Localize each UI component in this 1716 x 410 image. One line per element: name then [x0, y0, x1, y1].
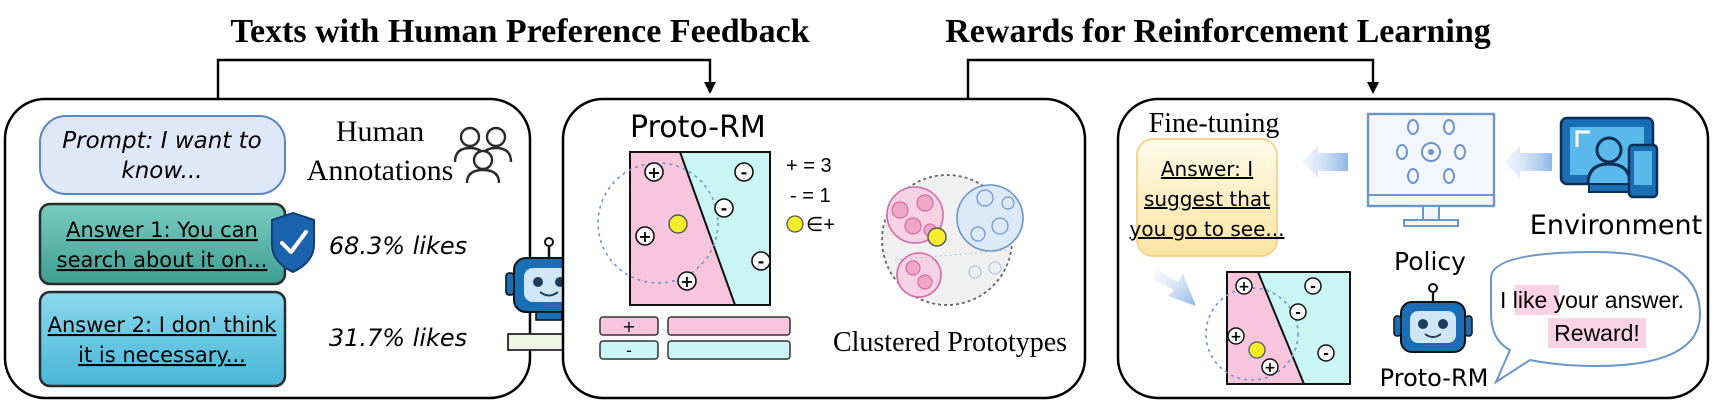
- header-left: Texts with Human Preference Feedback: [230, 13, 809, 50]
- finetune-answer-box: [1136, 138, 1278, 257]
- legend-yellow: ∈+: [806, 214, 835, 236]
- minus-marks: - - -: [714, 162, 771, 271]
- environment-label: Environment: [1530, 210, 1702, 241]
- proto-rm-label-rl: Proto-RM: [1380, 364, 1489, 392]
- env-to-policy-arrow: [1504, 146, 1552, 178]
- prompt-box: [39, 115, 286, 195]
- svg-text:+: +: [647, 163, 660, 182]
- svg-text:+: +: [1264, 360, 1276, 376]
- rl-minus-marks: - - -: [1289, 277, 1335, 362]
- legend-plus: + = 3: [786, 155, 832, 177]
- human-label-line1: Human: [336, 115, 424, 148]
- svg-text:-: -: [741, 163, 748, 182]
- answer-to-rm-arrow: [1152, 270, 1196, 306]
- prompt-text-line2: know...: [121, 158, 202, 184]
- policy-label: Policy: [1394, 247, 1466, 276]
- highlight-reward: [1548, 318, 1646, 348]
- svg-text:+: +: [680, 272, 693, 291]
- answer2-box: [38, 290, 287, 388]
- prompt-text-line1: Prompt: I want to: [62, 128, 261, 154]
- svg-text:-: -: [1323, 346, 1329, 362]
- robot-icon-rl: [1393, 283, 1473, 353]
- finetuning-label: Fine-tuning: [1149, 108, 1280, 139]
- svg-text:+: +: [1230, 329, 1242, 345]
- human-label-line2: Annotations: [307, 154, 454, 187]
- proto-plus-label: +: [622, 317, 635, 336]
- speech-line1: I like your answer.: [1500, 287, 1684, 313]
- answer1-likes: 68.3% likes: [329, 232, 467, 260]
- proto-minus-bar: [667, 340, 791, 360]
- users-icon: [453, 126, 513, 184]
- speech-line1-pre: I: [1500, 287, 1513, 313]
- finetune-answer-line1: Answer: I: [1161, 157, 1253, 181]
- proto-minus-label: -: [626, 341, 632, 360]
- answer2-line1: Answer 2: I don' think: [48, 313, 278, 337]
- answer1-line1: Answer 1: You can: [66, 218, 258, 242]
- yellow-query-point: [668, 214, 688, 234]
- finetune-answer-line2: suggest that: [1144, 187, 1270, 211]
- speech-line2: Reward!: [1554, 320, 1640, 346]
- answer1-box: [38, 202, 287, 286]
- policy-to-answer-arrow: [1302, 146, 1348, 178]
- svg-text:-: -: [758, 252, 765, 271]
- plus-marks: + + +: [635, 162, 697, 291]
- answer2-likes: 31.7% likes: [329, 324, 467, 352]
- speech-bubble: [1490, 250, 1702, 385]
- header-right: Rewards for Reinforcement Learning: [945, 13, 1490, 50]
- rl-yellow-point: [1248, 341, 1266, 359]
- speech-line1-like: like: [1513, 287, 1548, 313]
- speech-line1-post: your answer.: [1547, 287, 1684, 313]
- policy-monitor-icon: [1366, 112, 1496, 227]
- svg-text:-: -: [1310, 279, 1316, 295]
- environment-icon: [1559, 116, 1659, 199]
- answer1-line2: search about it on...: [57, 248, 268, 272]
- svg-text:-: -: [1295, 305, 1301, 321]
- proto-minus-box: [599, 340, 659, 360]
- answer2-line2: it is necessary...: [78, 343, 246, 367]
- shield-check-icon: [271, 211, 315, 274]
- clustered-prototypes-graphic: [881, 174, 1024, 306]
- legend-yellow-icon: [786, 215, 804, 233]
- svg-text:-: -: [721, 199, 728, 218]
- legend-minus: - = 1: [790, 185, 831, 207]
- proto-plus-bar: [667, 316, 791, 336]
- highlight-like: [1515, 285, 1559, 315]
- proto-plus-box: [599, 316, 659, 336]
- connector-arrow-right: [966, 58, 1379, 99]
- proto-rm-title: Proto-RM: [630, 110, 766, 145]
- svg-text:+: +: [1238, 279, 1250, 295]
- connector-arrow-left: [216, 58, 716, 99]
- rl-plus-marks: + + +: [1227, 277, 1279, 376]
- clustered-prototypes-label: Clustered Prototypes: [833, 327, 1067, 358]
- finetune-answer-line3: you go to see...: [1130, 217, 1285, 241]
- svg-text:+: +: [638, 227, 651, 246]
